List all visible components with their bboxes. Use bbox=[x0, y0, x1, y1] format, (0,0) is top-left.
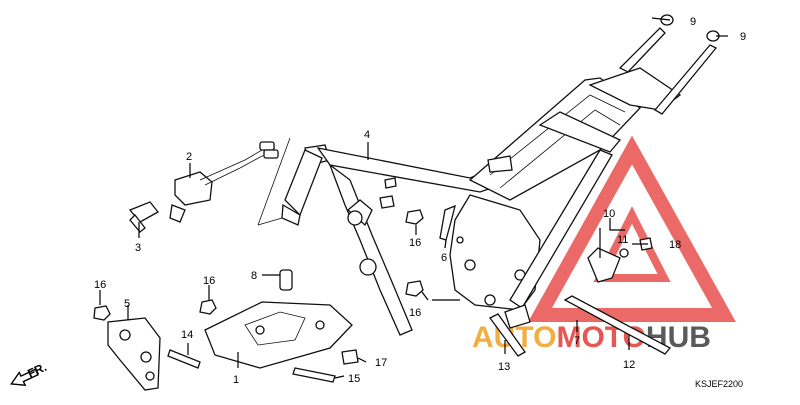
diagram-code: KSJEF2200 bbox=[695, 379, 743, 389]
callout-14: 14 bbox=[181, 329, 193, 341]
nut-icon bbox=[405, 280, 424, 297]
callout-6: 6 bbox=[441, 252, 447, 264]
washer-icon bbox=[619, 248, 629, 258]
bolt-icon bbox=[439, 204, 456, 241]
direction-label: FR. bbox=[25, 360, 48, 381]
callout-17: 17 bbox=[375, 357, 387, 369]
callout-2: 2 bbox=[186, 151, 192, 163]
long-bolt-icon bbox=[489, 313, 526, 357]
callout-3: 3 bbox=[135, 242, 141, 254]
nut-icon bbox=[199, 299, 217, 315]
callout-9-lower: 9 bbox=[740, 31, 746, 43]
callout-16-frame: 16 bbox=[409, 237, 421, 249]
collar-icon bbox=[279, 269, 293, 291]
callout-18: 18 bbox=[669, 239, 681, 251]
callout-16-lower: 16 bbox=[409, 307, 421, 319]
callout-10: 10 bbox=[603, 208, 615, 220]
callout-13: 13 bbox=[498, 361, 510, 373]
nut-icon bbox=[93, 305, 111, 321]
callout-1: 1 bbox=[233, 374, 239, 386]
callout-16-left: 16 bbox=[94, 279, 106, 291]
long-bolt-icon bbox=[563, 295, 672, 355]
ignition-switch bbox=[169, 141, 279, 223]
bolt-icon bbox=[167, 349, 201, 369]
bolt-icon bbox=[292, 367, 336, 383]
front-direction-arrow-icon bbox=[10, 368, 39, 386]
callout-7: 7 bbox=[574, 335, 580, 347]
leader-lines bbox=[99, 17, 728, 379]
callout-16-plate: 16 bbox=[203, 275, 215, 287]
callout-15: 15 bbox=[348, 373, 360, 385]
skid-plate bbox=[204, 301, 353, 369]
main-frame bbox=[281, 27, 718, 336]
inset-outline bbox=[257, 137, 291, 226]
bracket-right bbox=[587, 247, 621, 283]
watermark-part-moto: MOTO bbox=[556, 321, 645, 354]
callout-12: 12 bbox=[623, 359, 635, 371]
bolt-icon bbox=[341, 349, 359, 365]
nut-icon bbox=[405, 209, 424, 225]
callout-11: 11 bbox=[617, 234, 628, 246]
bracket-left bbox=[107, 317, 161, 391]
watermark-logo-icon bbox=[528, 135, 736, 322]
callout-4: 4 bbox=[364, 129, 370, 141]
key-icon bbox=[128, 201, 159, 233]
callout-9-upper: 9 bbox=[690, 16, 696, 28]
callout-8: 8 bbox=[251, 270, 257, 282]
callout-5: 5 bbox=[124, 298, 130, 310]
